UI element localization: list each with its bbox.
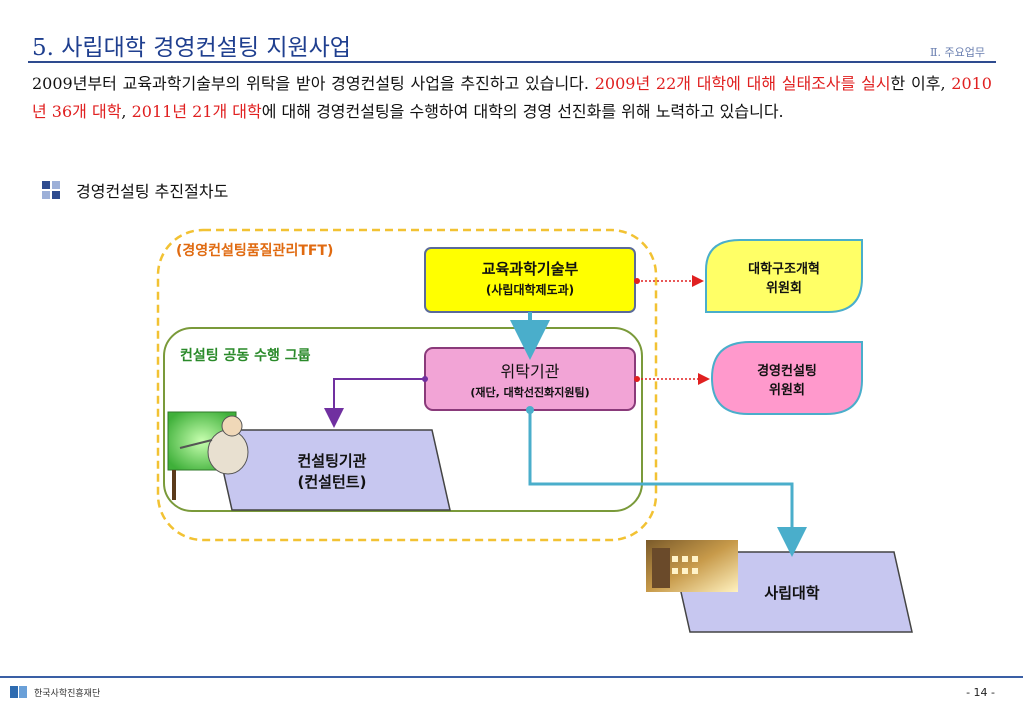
consulting-firm-text: 컨설팅기관 (컨설턴트): [232, 450, 432, 492]
consulting-firm-line2: (컨설턴트): [297, 473, 367, 491]
footer-org: 한국사학진흥재단: [34, 689, 101, 699]
ministry-text: 교육과학기술부 (사립대학제도과): [425, 258, 635, 298]
footer-divider: [0, 676, 1023, 678]
restructuring-committee-text: 대학구조개혁 위원회: [706, 258, 862, 296]
page-title: 5. 사립대학 경영컨설팅 지원사업: [32, 35, 351, 61]
agency-text: 위탁기관 (재단, 대학선진화지원팀): [425, 358, 635, 400]
presenter-illustration: [167, 411, 249, 500]
ministry-name: 교육과학기술부: [481, 260, 579, 278]
arrow-agency-to-firm: [324, 378, 425, 428]
agency-name: 위탁기관: [500, 362, 560, 381]
restructuring-committee-shape: [705, 239, 863, 313]
intro-paragraph: 2009년부터 교육과학기술부의 위탁을 받아 경영컨설팅 사업을 추진하고 있…: [32, 70, 992, 126]
building-illustration: [646, 540, 738, 592]
restructuring-committee-line2: 위원회: [766, 281, 802, 296]
university-label: 사립대학: [764, 584, 820, 602]
intro-text-4: 에 대해 경영컨설팅을 수행하여 대학의 경영 선진화를 위해 노력하고 있습니…: [261, 102, 784, 121]
page-number: - 14 -: [966, 686, 995, 699]
consulting-committee-shape: [710, 341, 863, 415]
four-squares-icon: [42, 181, 60, 199]
intro-text-3: ,: [121, 102, 132, 121]
intro-highlight-2011: 2011년 21개 대학: [131, 102, 262, 121]
arrow-agency-to-university: [528, 410, 807, 557]
consulting-group-region: [163, 327, 643, 512]
consulting-committee-text: 경영컨설팅 위원회: [712, 360, 862, 398]
intro-highlight-2010: 2010년 36개 대학: [32, 74, 992, 121]
consulting-firm-shape: [213, 429, 451, 511]
section-label: Ⅱ. 주요업무: [930, 46, 985, 59]
title-divider: [28, 61, 996, 63]
consulting-committee-line2: 위원회: [769, 383, 805, 398]
consulting-committee-line1: 경영컨설팅: [757, 364, 817, 379]
intro-text-2: 한 이후,: [890, 74, 952, 93]
tft-label: (경영컨설팅품질관리TFT): [176, 243, 334, 259]
bullet-heading: 경영컨설팅 추진절차도: [76, 182, 229, 201]
intro-highlight-2009: 2009년 22개 대학에 대해 실태조사를 실시: [594, 74, 891, 93]
consulting-firm-line1: 컨설팅기관: [297, 452, 367, 470]
restructuring-committee-line1: 대학구조개혁: [748, 262, 820, 277]
tft-region: [156, 228, 658, 542]
agency-sub: (재단, 대학선진화지원팀): [470, 386, 590, 399]
consulting-group-label: 컨설팅 공동 수행 그룹: [180, 348, 311, 364]
foundation-logo-icon: [10, 686, 27, 698]
ministry-dept: (사립대학제도과): [485, 283, 575, 297]
intro-text-1: 2009년부터 교육과학기술부의 위탁을 받아 경영컨설팅 사업을 추진하고 있…: [32, 74, 595, 93]
